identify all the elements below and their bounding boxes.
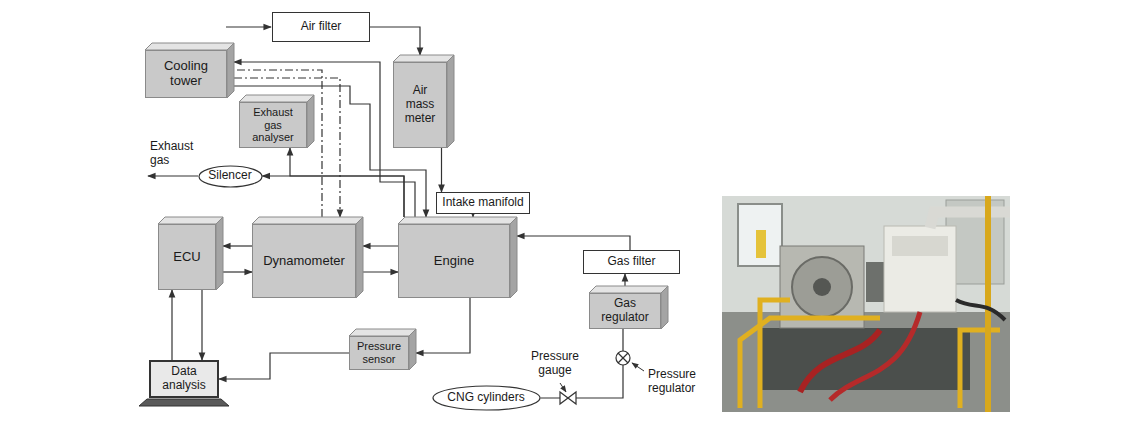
coolant-line <box>234 78 340 217</box>
node-label: ECU <box>173 250 200 265</box>
block-top-face <box>158 217 223 224</box>
flow-arrow <box>363 245 398 246</box>
text-block: Air filter <box>301 20 342 34</box>
block-top-face <box>398 217 517 224</box>
node-label: Exhaust gas analyser <box>243 106 303 144</box>
flow-arrow <box>290 148 404 217</box>
block-top-face <box>589 286 668 293</box>
text-block: ECU <box>173 250 200 265</box>
regulator-symbol <box>616 351 630 365</box>
flow-arrow <box>201 290 202 360</box>
block-top-face <box>393 55 454 62</box>
equipment-block: Air mass meter <box>393 62 447 148</box>
node-label: Engine <box>434 254 474 269</box>
ellipse-shape <box>433 386 540 410</box>
flow-arrow <box>517 236 630 250</box>
block-top-face <box>145 43 234 50</box>
flow-arrow <box>223 271 252 272</box>
text-block: Gas regulator <box>593 297 657 325</box>
laptop-keyboard <box>139 399 229 406</box>
ellipse-shape <box>199 166 262 187</box>
node-label: Data analysis <box>154 365 214 393</box>
flow-arrow <box>416 298 470 353</box>
node-label: Silencer <box>208 169 251 183</box>
flow-arrow <box>234 62 415 217</box>
equipment-block: ECU <box>158 224 216 290</box>
text-block: CNG cylinders <box>447 391 524 405</box>
flow-arrow <box>624 274 625 286</box>
block-side-face <box>447 55 454 148</box>
block-top-face <box>239 95 314 102</box>
block-side-face <box>510 217 517 298</box>
flow-arrow <box>171 290 172 360</box>
node-label: Gas filter <box>607 255 655 269</box>
node-label: CNG cylinders <box>447 391 524 405</box>
node-label: Cooling tower <box>149 59 223 89</box>
ellipse-node: Silencer <box>198 165 263 188</box>
process-box: Gas filter <box>583 250 680 274</box>
text-block: Dynamometer <box>263 254 345 269</box>
test-bench-photo <box>722 196 1010 412</box>
flow-arrow <box>223 245 252 246</box>
node-label: Air mass meter <box>397 84 443 125</box>
text-block: Intake manifold <box>442 196 523 210</box>
equipment-block: Pressure sensor <box>349 336 409 370</box>
text-block: Data analysis <box>154 365 214 393</box>
flow-arrow <box>363 271 398 272</box>
flow-arrow <box>263 176 405 217</box>
annotation-label: Pressure gauge <box>524 350 586 378</box>
text-block: Cooling tower <box>149 59 223 89</box>
node-label: Intake manifold <box>442 196 523 210</box>
block-top-face <box>349 329 416 336</box>
equipment-block: Cooling tower <box>145 50 227 98</box>
exhaust-outlet-arrow <box>148 175 198 176</box>
text-block: Engine <box>434 254 474 269</box>
coolant-line <box>234 70 322 217</box>
text-block: Silencer <box>208 169 251 183</box>
text-block: Air mass meter <box>397 84 443 125</box>
node-label: Pressure sensor <box>353 340 405 365</box>
leader-arrow <box>560 383 566 392</box>
equipment-block: Engine <box>398 224 510 298</box>
annotation-label: Pressure regulator <box>648 368 718 396</box>
node-label: Gas regulator <box>593 297 657 325</box>
process-box: Intake manifold <box>436 192 530 214</box>
block-side-face <box>356 217 363 298</box>
annotation-label: Exhaust gas <box>150 140 198 168</box>
text-block: Gas filter <box>607 255 655 269</box>
node-label: Dynamometer <box>263 254 345 269</box>
block-side-face <box>661 286 668 329</box>
text-block: Pressure sensor <box>353 340 405 365</box>
process-box: Air filter <box>272 12 370 42</box>
equipment-block: Gas regulator <box>589 293 661 329</box>
flow-arrow <box>219 353 349 379</box>
block-side-face <box>216 217 223 290</box>
flow-arrow <box>441 148 442 192</box>
equipment-block: Dynamometer <box>252 224 356 298</box>
block-top-face <box>252 217 363 224</box>
text-block: Exhaust gas analyser <box>243 106 303 144</box>
block-side-face <box>409 329 416 370</box>
flow-arrow <box>370 27 420 55</box>
air-inlet-arrow <box>226 26 271 27</box>
equipment-block: Exhaust gas analyser <box>239 102 307 148</box>
flow-arrow <box>472 214 473 217</box>
node-label: Air filter <box>301 20 342 34</box>
block-side-face <box>307 95 314 148</box>
leader-arrow <box>632 363 644 371</box>
valve-symbol <box>560 392 576 404</box>
block-side-face <box>227 43 234 98</box>
ellipse-node: CNG cylinders <box>432 385 541 411</box>
laptop-node: Data analysis <box>149 360 219 398</box>
